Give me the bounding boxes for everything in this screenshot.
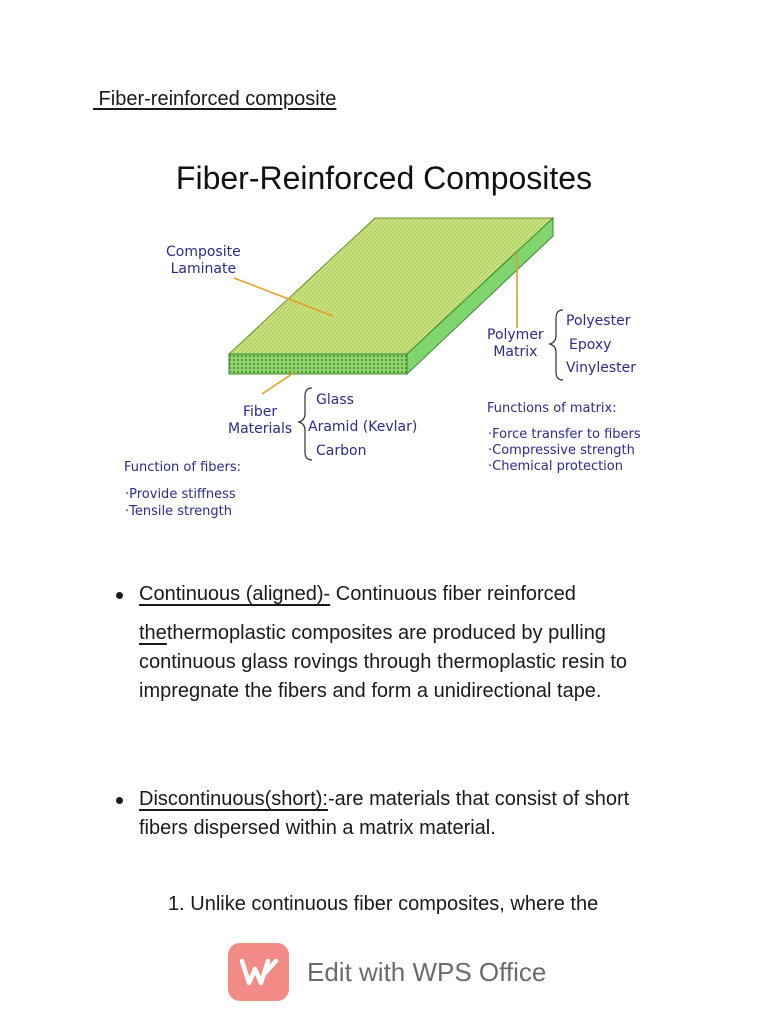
list-item: ·Force transfer to fibers	[488, 427, 641, 442]
list-item: ·Compressive strength	[488, 443, 635, 458]
matrix-type-vinylester: Vinylester	[566, 360, 636, 376]
bullet-text: -are materials that consist of short fib…	[139, 788, 630, 839]
bullet-term: Discontinuous(short):	[139, 788, 328, 810]
laminate-front-face	[228, 353, 408, 375]
composite-figure: Fiber-Reinforced Composites Composite La…	[0, 150, 768, 530]
bullet-discontinuous: Discontinuous(short):-are materials that…	[112, 785, 652, 843]
leader-fiber	[261, 371, 296, 395]
bullet-term: Continuous (aligned)-	[139, 583, 331, 605]
fiber-type-glass: Glass	[316, 392, 354, 408]
fiber-type-carbon: Carbon	[316, 443, 367, 459]
item-text: Unlike continuous fiber composites, wher…	[190, 893, 599, 915]
bullet-dot	[116, 797, 123, 804]
fiber-materials-label: Fiber Materials	[228, 404, 293, 437]
bullet-text: thermoplastic composites are produced by…	[139, 622, 628, 702]
document-heading: Fiber-reinforced composite	[93, 88, 337, 110]
wps-logo-icon	[228, 943, 289, 1001]
polymer-matrix-label: Polymer Matrix	[487, 327, 544, 360]
wps-edit-label: Edit with WPS Office	[307, 956, 547, 987]
bullet-first-line: Continuous fiber reinforced	[330, 583, 576, 605]
bullet-continuous: Continuous (aligned)- Continuous fiber r…	[112, 580, 652, 706]
fiber-functions-title: Function of fibers:	[124, 460, 242, 475]
brace-fiber	[297, 387, 313, 461]
matrix-type-epoxy: Epoxy	[569, 337, 612, 353]
wps-watermark[interactable]: Edit with WPS Office	[228, 942, 546, 1002]
list-item: ·Tensile strength	[125, 504, 232, 519]
brace-matrix	[548, 309, 564, 381]
laminate-illustration	[227, 216, 564, 461]
item-number: 1.	[168, 893, 185, 915]
bullet-body: Continuous (aligned)- Continuous fiber r…	[139, 580, 652, 706]
fiber-type-aramid: Aramid (Kevlar)	[308, 419, 418, 435]
matrix-functions-title: Functions of matrix:	[487, 401, 617, 416]
composite-laminate-label: Composite Laminate	[166, 244, 241, 277]
list-item: ·Provide stiffness	[125, 487, 236, 502]
figure-title: Fiber-Reinforced Composites	[175, 160, 593, 196]
numbered-item: 1. Unlike continuous fiber composites, w…	[168, 890, 598, 919]
underlined-word: the	[139, 622, 167, 644]
matrix-type-polyester: Polyester	[566, 313, 631, 329]
matrix-functions-list: ·Force transfer to fibers ·Compressive s…	[488, 427, 641, 475]
bullet-body: Discontinuous(short):-are materials that…	[139, 785, 652, 843]
fiber-functions-list: ·Provide stiffness ·Tensile strength	[125, 486, 236, 520]
list-item: ·Chemical protection	[488, 459, 623, 474]
bullet-dot	[116, 592, 123, 599]
leader-laminate	[233, 277, 334, 317]
